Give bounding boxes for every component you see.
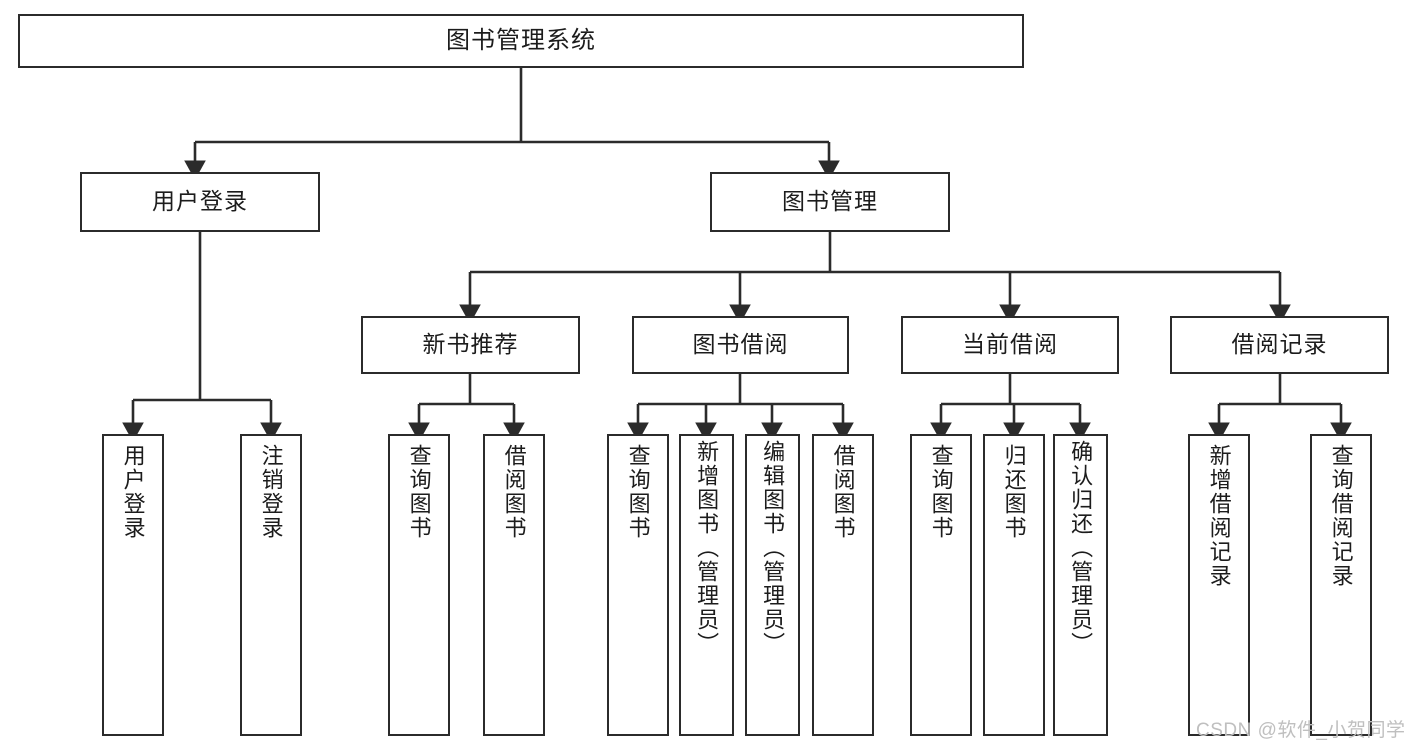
node-leaf-confirm-return-admin[interactable]: 确认归还（管理员） (1053, 434, 1108, 736)
leaf-user-login-label: 用户登录 (120, 444, 146, 540)
node-borrow-record-label: 借阅记录 (1231, 331, 1328, 358)
node-book-borrow[interactable]: 图书借阅 (632, 316, 849, 374)
leaf-logout-login-label: 注销登录 (258, 444, 284, 540)
node-leaf-logout-login[interactable]: 注销登录 (240, 434, 302, 736)
leaf-add-book-admin-label: 新增图书（管理员） (694, 440, 720, 656)
node-leaf-user-login[interactable]: 用户登录 (102, 434, 164, 736)
node-leaf-return-book[interactable]: 归还图书 (983, 434, 1045, 736)
leaf-query-book-3-label: 查询图书 (928, 444, 954, 540)
leaf-edit-book-admin-label: 编辑图书（管理员） (760, 440, 786, 656)
node-book-manage-label: 图书管理 (782, 188, 878, 215)
node-leaf-borrow-book-1[interactable]: 借阅图书 (483, 434, 545, 736)
node-new-book-recommend-label: 新书推荐 (422, 331, 519, 358)
leaf-borrow-book-2-label: 借阅图书 (830, 444, 856, 540)
node-leaf-query-borrow-record[interactable]: 查询借阅记录 (1310, 434, 1372, 736)
node-leaf-edit-book-admin[interactable]: 编辑图书（管理员） (745, 434, 800, 736)
leaf-query-book-1-label: 查询图书 (406, 444, 432, 540)
leaf-confirm-return-admin-label: 确认归还（管理员） (1068, 440, 1094, 656)
leaf-return-book-label: 归还图书 (1001, 444, 1027, 540)
node-book-borrow-label: 图书借阅 (692, 331, 789, 358)
node-leaf-query-book-1[interactable]: 查询图书 (388, 434, 450, 736)
node-leaf-query-book-2[interactable]: 查询图书 (607, 434, 669, 736)
leaf-query-book-2-label: 查询图书 (625, 444, 651, 540)
node-user-login[interactable]: 用户登录 (80, 172, 320, 232)
node-leaf-query-book-3[interactable]: 查询图书 (910, 434, 972, 736)
leaf-borrow-book-1-label: 借阅图书 (501, 444, 527, 540)
node-user-login-label: 用户登录 (152, 188, 248, 215)
node-new-book-recommend[interactable]: 新书推荐 (361, 316, 580, 374)
node-leaf-add-borrow-record[interactable]: 新增借阅记录 (1188, 434, 1250, 736)
node-leaf-add-book-admin[interactable]: 新增图书（管理员） (679, 434, 734, 736)
node-root[interactable]: 图书管理系统 (18, 14, 1024, 68)
node-borrow-record[interactable]: 借阅记录 (1170, 316, 1389, 374)
watermark-csdn: CSDN @软件_小贺同学 (1196, 720, 1405, 741)
node-book-manage[interactable]: 图书管理 (710, 172, 950, 232)
leaf-query-borrow-record-label: 查询借阅记录 (1328, 444, 1354, 588)
node-current-borrow-label: 当前借阅 (962, 331, 1058, 358)
leaf-add-borrow-record-label: 新增借阅记录 (1206, 444, 1232, 588)
node-root-label: 图书管理系统 (446, 26, 596, 54)
node-leaf-borrow-book-2[interactable]: 借阅图书 (812, 434, 874, 736)
node-current-borrow[interactable]: 当前借阅 (901, 316, 1119, 374)
